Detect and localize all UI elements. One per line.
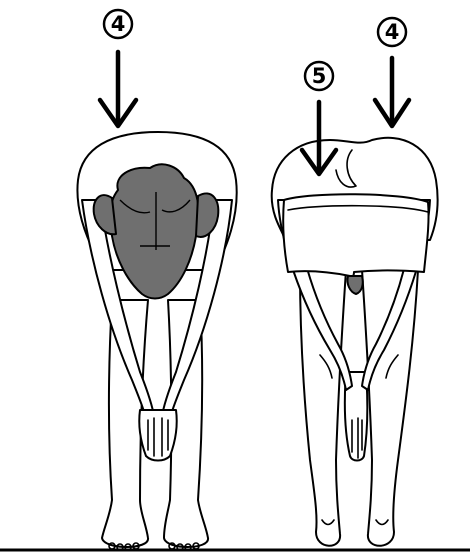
front-marker-4: 4 — [104, 10, 132, 38]
back-head-glimpse — [347, 276, 362, 294]
front-down-arrow — [100, 52, 136, 126]
front-figure — [77, 132, 236, 550]
back-marker-5-label: 5 — [312, 64, 327, 88]
front-head-hair — [110, 164, 199, 298]
front-marker-label: 4 — [111, 12, 126, 36]
back-figure — [272, 138, 438, 546]
back-marker-4-label: 4 — [385, 20, 400, 44]
back-marker-4: 4 — [378, 18, 406, 46]
back-shorts — [283, 194, 428, 277]
back-down-arrow-4 — [375, 58, 409, 126]
front-hands — [139, 410, 177, 461]
back-marker-5: 5 — [305, 62, 333, 90]
